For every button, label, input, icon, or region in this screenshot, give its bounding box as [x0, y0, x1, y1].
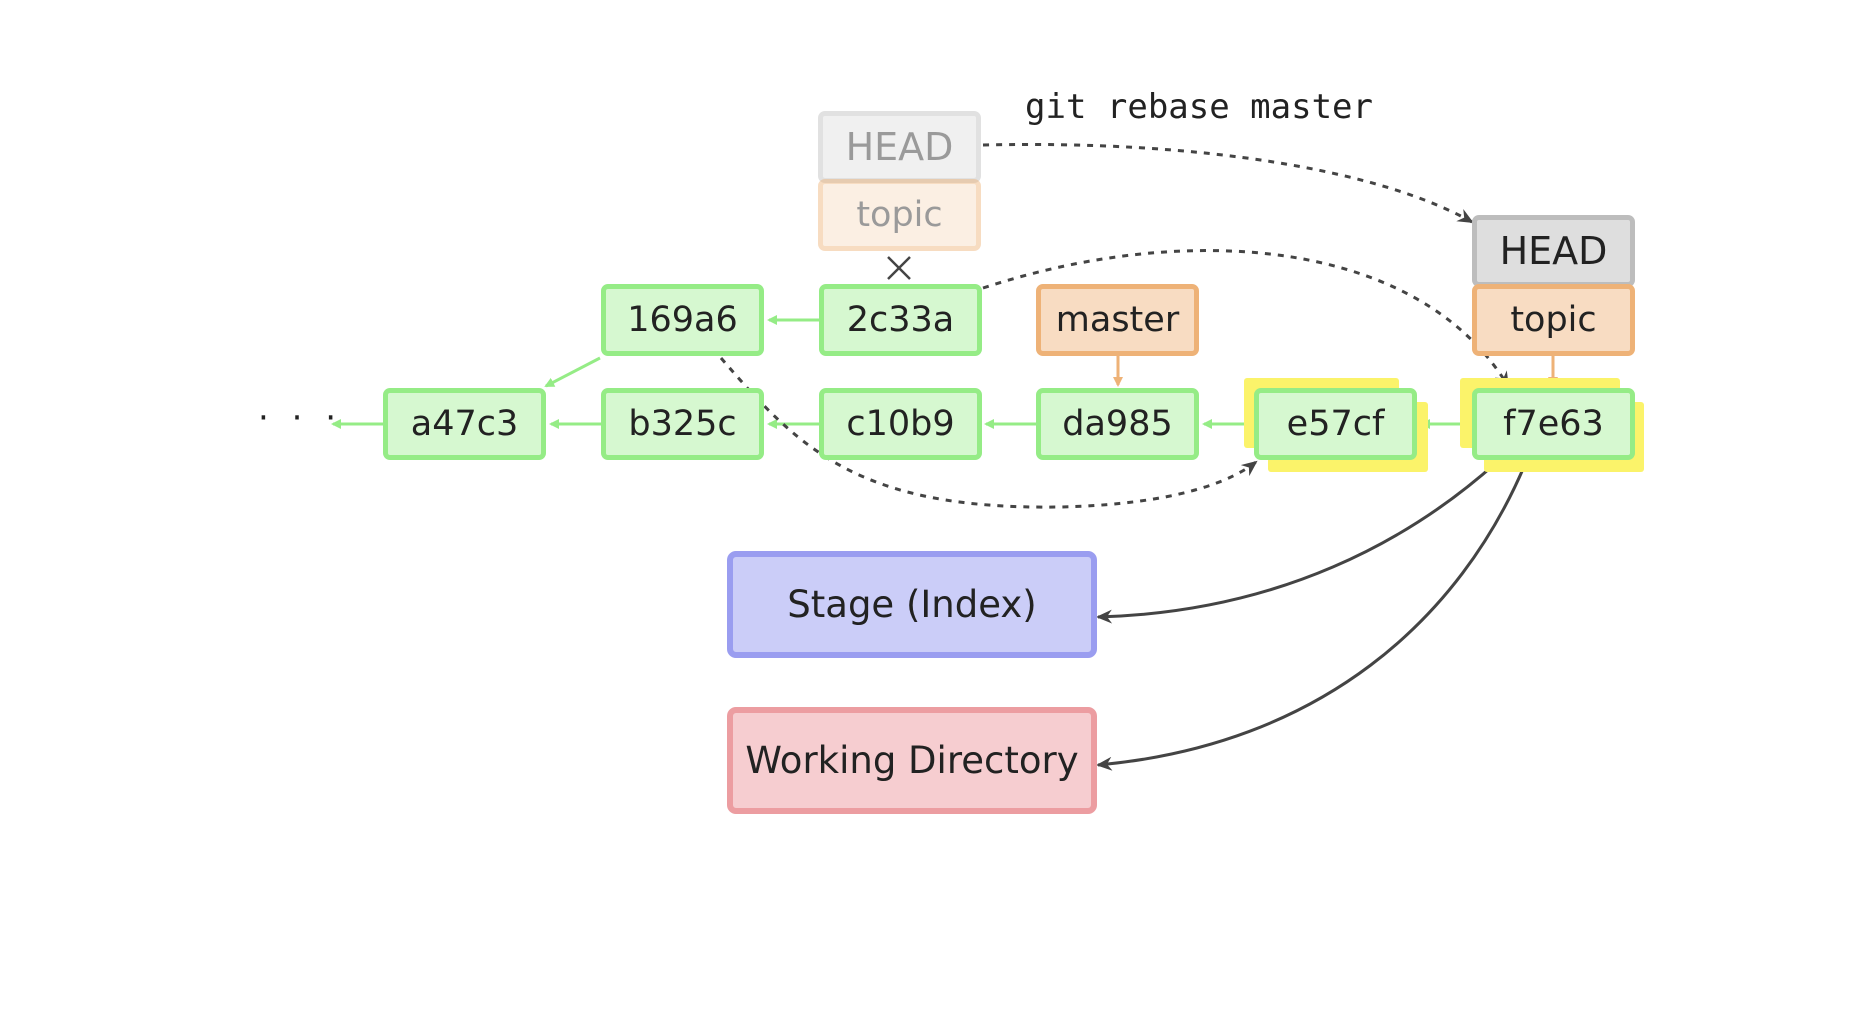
master-ref: master	[1036, 284, 1199, 356]
history-ellipsis: · · ·	[258, 398, 343, 438]
detach-x-icon	[887, 256, 911, 280]
commit-c10b9: c10b9	[819, 388, 982, 460]
rebase-arrow-head-move	[982, 142, 1474, 224]
topic-ref: topic	[1472, 284, 1635, 356]
head-ref: HEAD	[1472, 215, 1635, 287]
old-topic-ref: topic	[818, 179, 981, 251]
stage-index-box: Stage (Index)	[727, 551, 1097, 658]
commit-b325c: b325c	[601, 388, 764, 460]
arrow-f7e63-to-workdir	[1096, 461, 1528, 771]
commit-a47c3: a47c3	[383, 388, 546, 460]
commit-da985: da985	[1036, 388, 1199, 460]
arrow-169a6-to-a47c3	[544, 356, 601, 388]
commit-f7e63: f7e63	[1472, 388, 1635, 460]
rebase-arrow-169a6-to-e57cf	[719, 357, 1258, 509]
commit-e57cf: e57cf	[1254, 388, 1417, 460]
working-directory-box: Working Directory	[727, 707, 1097, 814]
commit-169a6: 169a6	[601, 284, 764, 356]
command-label: git rebase master	[1025, 87, 1373, 127]
commit-2c33a: 2c33a	[819, 284, 982, 356]
old-head-ref: HEAD	[818, 111, 981, 183]
arrow-f7e63-to-stage	[1096, 460, 1499, 624]
